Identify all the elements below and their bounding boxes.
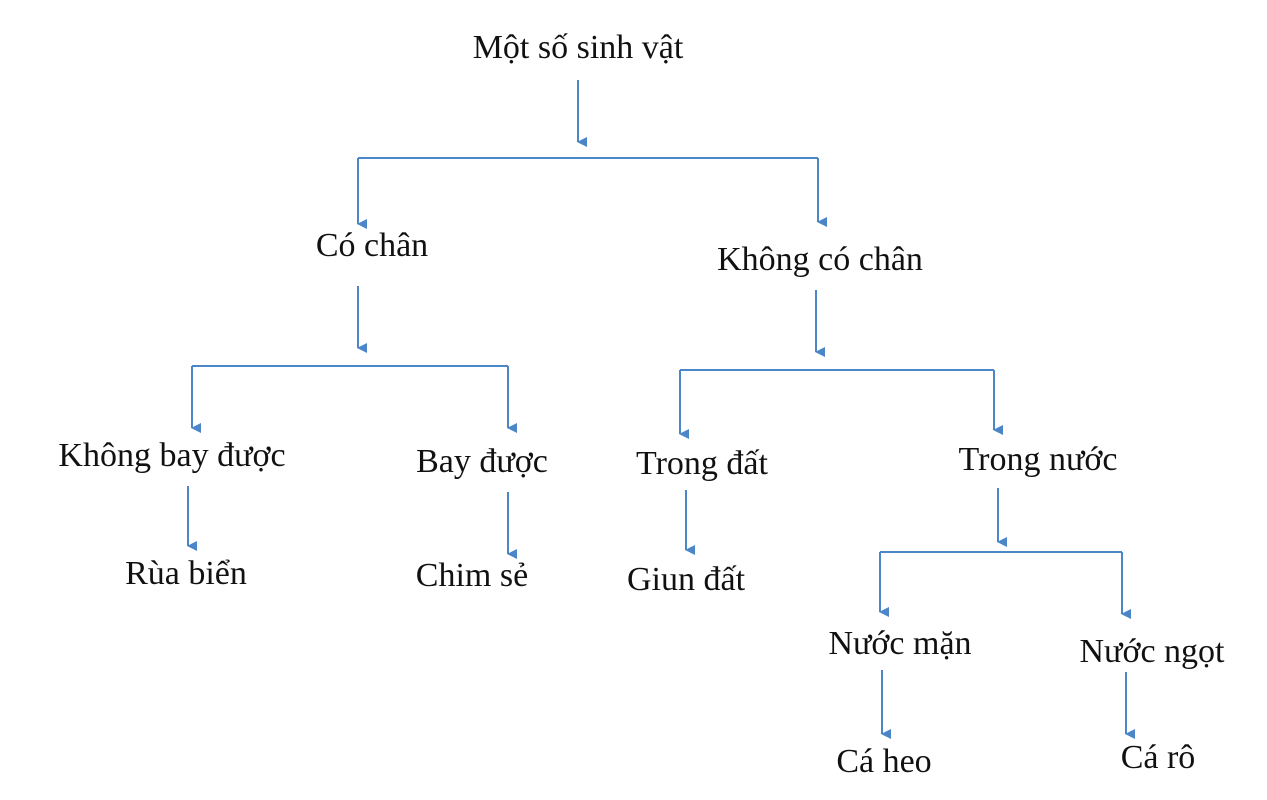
node-nuoc-man: Nước mặn: [828, 625, 972, 662]
node-co-chan: Có chân: [315, 227, 429, 264]
node-ca-ro: Cá rô: [1120, 739, 1196, 776]
node-nuoc-ngot: Nước ngọt: [1079, 633, 1225, 670]
node-trong-dat: Trong đất: [636, 445, 768, 482]
node-khong-bay-duoc: Không bay được: [58, 437, 286, 474]
node-root: Một số sinh vật: [472, 29, 684, 66]
node-rua-bien: Rùa biển: [125, 555, 247, 592]
node-bay-duoc: Bay được: [416, 443, 548, 480]
node-chim-se: Chim sẻ: [415, 557, 529, 594]
node-giun-dat: Giun đất: [626, 561, 746, 598]
node-trong-nuoc: Trong nước: [958, 441, 1118, 478]
node-ca-heo: Cá heo: [836, 743, 932, 780]
node-khong-co-chan: Không có chân: [717, 241, 923, 278]
